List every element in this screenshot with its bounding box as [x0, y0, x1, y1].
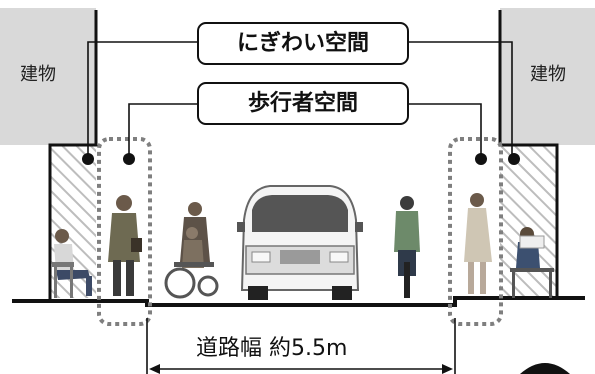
- marker-dot: [82, 153, 94, 165]
- road-width-label: 道路幅 約5.5m: [196, 336, 348, 361]
- seated-person-icon: [52, 229, 92, 298]
- woman-icon: [464, 193, 492, 294]
- lively-zone-right: [500, 146, 557, 298]
- reading-person-icon: [510, 227, 554, 298]
- marker-dot: [123, 153, 135, 165]
- ground-line: [12, 296, 585, 307]
- marker-dot: [475, 153, 487, 165]
- van-icon: [237, 185, 363, 300]
- building-left: [0, 8, 96, 145]
- pedestrian-zone-right: [448, 137, 503, 326]
- pedestrian-icon: [108, 195, 142, 296]
- leader-line-pedestrian-right: [409, 103, 482, 158]
- lively-space-label: にぎわい空間: [197, 22, 409, 65]
- pedestrian-space-label: 歩行者空間: [197, 82, 409, 125]
- marker-dot: [508, 153, 520, 165]
- building-left-outline: [48, 10, 98, 300]
- leader-line-pedestrian-left: [128, 103, 197, 158]
- road-width-dimension: [146, 318, 456, 374]
- building-right: [500, 8, 595, 145]
- wheelchair-icon: [164, 202, 219, 299]
- leader-line-lively-right: [409, 41, 513, 158]
- pedestrian-zone-left: [97, 137, 152, 326]
- building-label-left: 建物: [20, 64, 56, 85]
- cyclist-icon: [394, 196, 420, 298]
- building-label-right: 建物: [530, 64, 566, 85]
- cropped-shape: [520, 363, 570, 374]
- leader-line-lively-left: [87, 41, 197, 158]
- building-right-outline: [498, 10, 559, 300]
